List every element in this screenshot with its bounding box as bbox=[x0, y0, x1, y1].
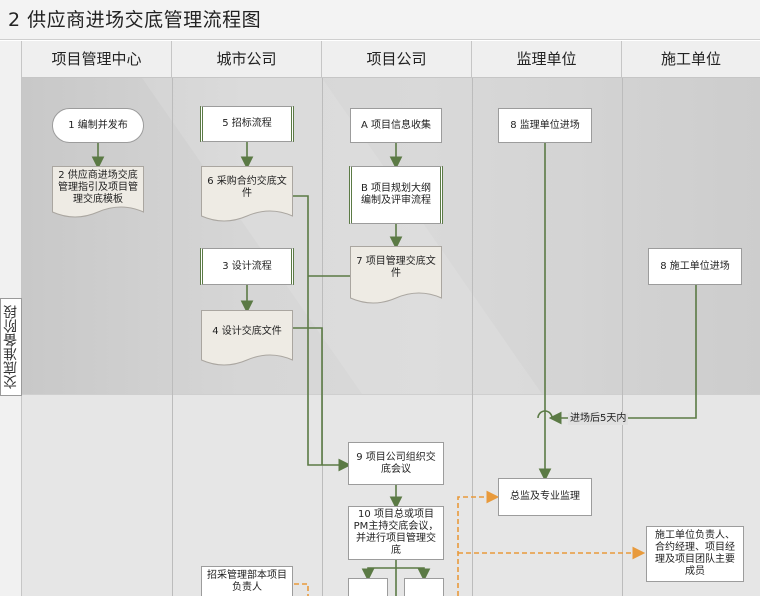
connector-orange-zc bbox=[294, 583, 309, 596]
phase-band-meeting bbox=[22, 394, 760, 596]
lane-divider bbox=[622, 78, 623, 596]
doc-node-6-text: 6 采购合约交底文件 bbox=[207, 176, 287, 199]
node-8-construction-entry[interactable]: 8 施工单位进场 bbox=[648, 248, 742, 285]
lane-divider bbox=[472, 78, 473, 596]
lane-header-city-company: 城市公司 bbox=[172, 41, 322, 78]
node-procurement-dept-lead[interactable]: 招采管理部本项目负责人 bbox=[201, 566, 293, 596]
doc-node-4-text: 4 设计交底文件 bbox=[212, 326, 282, 337]
node-1-compile-publish[interactable]: 1 编制并发布 bbox=[52, 108, 144, 143]
lane-header-project-mgmt-center: 项目管理中心 bbox=[22, 41, 172, 78]
connector-n6-n9 bbox=[292, 195, 352, 472]
connector-n4-n9 bbox=[292, 327, 323, 465]
node-sub-left[interactable] bbox=[348, 578, 388, 596]
doc-node-4-design-doc[interactable]: 4 设计交底文件 bbox=[201, 310, 293, 368]
page-title: 2 供应商进场交底管理流程图 bbox=[0, 0, 760, 40]
lane-header-project-company: 项目公司 bbox=[322, 41, 472, 78]
node-chief-supervisor[interactable]: 总监及专业监理 bbox=[498, 478, 592, 516]
lane-header-construction: 施工单位 bbox=[622, 41, 760, 78]
connector-n8b-n9 bbox=[548, 285, 697, 425]
doc-node-7-mgmt-doc[interactable]: 7 项目管理交底文件 bbox=[350, 246, 442, 306]
node-sub-right[interactable] bbox=[404, 578, 444, 596]
node-3-design-process[interactable]: 3 设计流程 bbox=[200, 248, 294, 285]
node-5-bidding-process[interactable]: 5 招标流程 bbox=[200, 106, 294, 142]
document-shape bbox=[52, 166, 144, 218]
document-shape bbox=[201, 166, 293, 222]
connector-orange-zj bbox=[457, 490, 500, 596]
node-10-host-meeting[interactable]: 10 项目总或项目PM主持交底会议，并进行项目管理交底 bbox=[348, 506, 444, 560]
node-A-info-collection[interactable]: A 项目信息收集 bbox=[350, 108, 442, 143]
node-construction-team[interactable]: 施工单位负责人、合约经理、项目经理及项目团队主要成员 bbox=[646, 526, 744, 582]
connector-n10-left bbox=[361, 560, 397, 582]
node-B-planning-review[interactable]: B 项目规划大纲编制及评审流程 bbox=[349, 166, 443, 224]
document-shape bbox=[350, 246, 442, 304]
document-shape bbox=[201, 310, 293, 366]
connector-crossing-hop bbox=[537, 410, 553, 419]
doc-node-7-text: 7 项目管理交底文件 bbox=[356, 256, 436, 279]
doc-node-2-guideline[interactable]: 2 供应商进场交底管理指引及项目管理交底模板 bbox=[52, 166, 144, 220]
doc-node-6-procurement[interactable]: 6 采购合约交底文件 bbox=[201, 166, 293, 224]
doc-node-2-text: 2 供应商进场交底管理指引及项目管理交底模板 bbox=[58, 170, 138, 205]
edge-label-5days: 进场后5天内 bbox=[568, 413, 629, 425]
connector-n10-right bbox=[396, 567, 431, 582]
node-8-supervision-entry[interactable]: 8 监理单位进场 bbox=[498, 108, 592, 143]
lane-header-supervision: 监理单位 bbox=[472, 41, 622, 78]
lane-divider bbox=[172, 78, 173, 596]
node-9-organize-meeting[interactable]: 9 项目公司组织交底会议 bbox=[348, 442, 444, 485]
